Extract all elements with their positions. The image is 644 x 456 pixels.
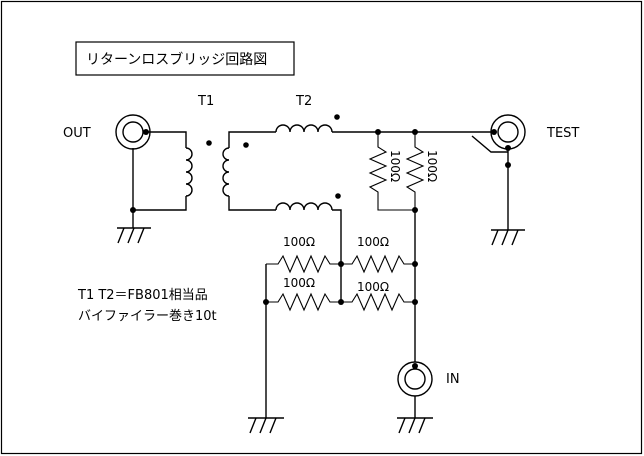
resistor-vertical-left-icon [368, 132, 415, 211]
ground-icon [397, 417, 433, 434]
note-line-1: T1 T2＝FB801相当品 [77, 288, 208, 303]
out-wiring [132, 131, 187, 228]
resistor-bottom-left-label: 100Ω [283, 276, 315, 290]
resistor-top-left-label: 100Ω [283, 235, 315, 249]
resistor-bottom-right-icon [341, 292, 415, 312]
ground-icon [117, 227, 151, 244]
t1-phase-dot [243, 142, 249, 148]
resistor-bottom-left-icon [266, 292, 341, 312]
t1-primary-coil-icon [185, 147, 193, 197]
resistor-vertical-right-icon [405, 132, 425, 210]
out-ground-junction [130, 207, 136, 213]
t2-phase-dot [334, 114, 340, 120]
resistor-top-right-icon [341, 254, 415, 274]
test-ground-junction [505, 162, 511, 168]
out-label: OUT [63, 126, 91, 141]
resistor-vertical-left-label: 100Ω [388, 150, 402, 182]
left-bus-junction [263, 299, 269, 305]
test-label: TEST [546, 126, 579, 141]
t1-secondary-wiring [228, 131, 276, 211]
t2-phase-dot [335, 193, 341, 199]
ground-icon [491, 229, 525, 246]
ground-icon [248, 417, 284, 434]
resistor-bottom-right-label: 100Ω [357, 280, 389, 294]
t1-secondary-coil-icon [222, 147, 230, 197]
diagram-title: リターンロスブリッジ回路図 [86, 51, 267, 68]
resistor-top-left-icon [266, 254, 341, 274]
t2-bottom-coil-icon [275, 202, 333, 211]
title-box: リターンロスブリッジ回路図 [75, 41, 295, 76]
resistor-vertical-right-label: 100Ω [425, 150, 439, 182]
t1-label: T1 [197, 94, 214, 109]
t1-phase-dot [206, 140, 212, 146]
test-ground-wiring [471, 135, 509, 230]
note-line-2: バイファイラー巻き10t [78, 309, 217, 324]
t2-label: T2 [295, 94, 312, 109]
resistor-top-right-label: 100Ω [357, 235, 389, 249]
t2-bottom-wire [332, 209, 342, 302]
in-label: IN [446, 372, 460, 387]
t2-top-coil-icon [275, 124, 333, 133]
